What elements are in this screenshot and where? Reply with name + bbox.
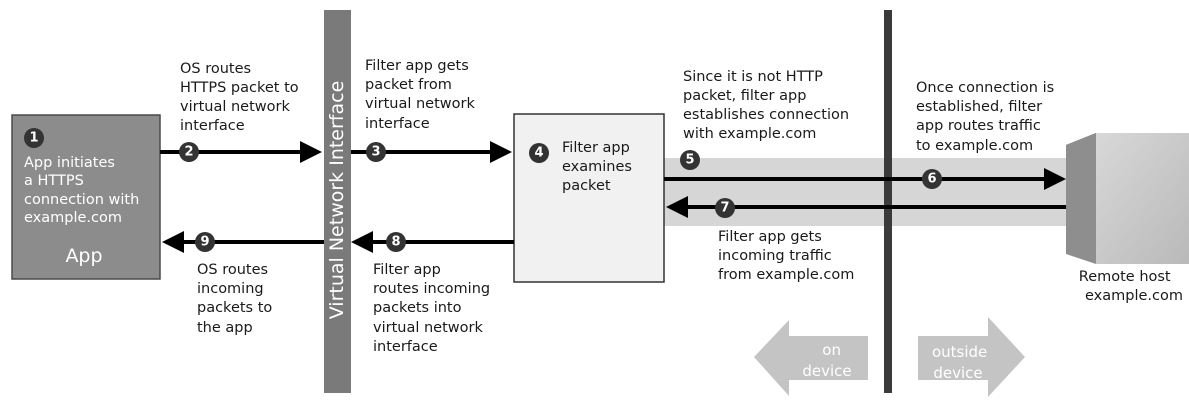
step-2-badge xyxy=(179,142,199,162)
step-7-text: Filter app gets incoming traffic from ex… xyxy=(718,229,854,283)
device-boundary-line xyxy=(884,10,892,393)
remote-host-label: Remote host example.com xyxy=(1079,269,1183,304)
on-device-zone-arrow xyxy=(754,320,868,396)
on-device-zone-label: on device xyxy=(802,341,851,380)
step-3-badge xyxy=(366,142,386,162)
app-box-step1-text: App initiates a HTTPS connection with ex… xyxy=(24,155,144,226)
step-1-number: 1 xyxy=(29,131,38,146)
step-8-number: 8 xyxy=(391,235,400,250)
step-7-number: 7 xyxy=(720,201,729,216)
step-3-text: Filter app gets packet from virtual netw… xyxy=(365,58,479,132)
step-2-number: 2 xyxy=(184,145,193,160)
step-8-badge xyxy=(386,232,406,252)
step-5-number: 5 xyxy=(685,153,694,168)
step-5-badge xyxy=(680,150,700,170)
step-7-badge xyxy=(715,198,735,218)
virtual-network-interface-bar xyxy=(324,10,351,393)
step-5-text: Since it is not HTTP packet, filter app … xyxy=(683,69,854,142)
arrow-step-9 xyxy=(162,231,324,253)
virtual-network-interface-label: Virtual Network Interface xyxy=(326,81,348,320)
app-box-name: App xyxy=(65,245,102,267)
arrow-step-7 xyxy=(666,196,1066,218)
step-3-number: 3 xyxy=(371,145,380,160)
arrow-step-6 xyxy=(664,168,1066,190)
remote-host-box xyxy=(1066,133,1189,264)
step-9-number: 9 xyxy=(200,235,209,250)
step-6-number: 6 xyxy=(927,172,936,187)
filter-app-box xyxy=(513,113,665,283)
filter-app-box-text: Filter app examines packet xyxy=(562,140,637,194)
step-2-text: OS routes HTTPS packet to virtual networ… xyxy=(180,61,303,134)
step-8-text: Filter app routes incoming packets into … xyxy=(373,262,495,355)
arrow-step-8 xyxy=(351,231,514,253)
step-9-badge xyxy=(195,232,215,252)
outside-device-zone-label: outside device xyxy=(932,343,992,382)
step-9-text: OS routes incoming packets to the app xyxy=(197,262,277,336)
step-4-number: 4 xyxy=(534,146,543,161)
outside-device-zone-arrow xyxy=(918,317,1025,397)
step-1-badge xyxy=(24,128,44,148)
step-4-badge xyxy=(529,143,549,163)
step-6-badge xyxy=(922,169,942,189)
step-6-text: Once connection is established, filter a… xyxy=(916,80,1059,154)
